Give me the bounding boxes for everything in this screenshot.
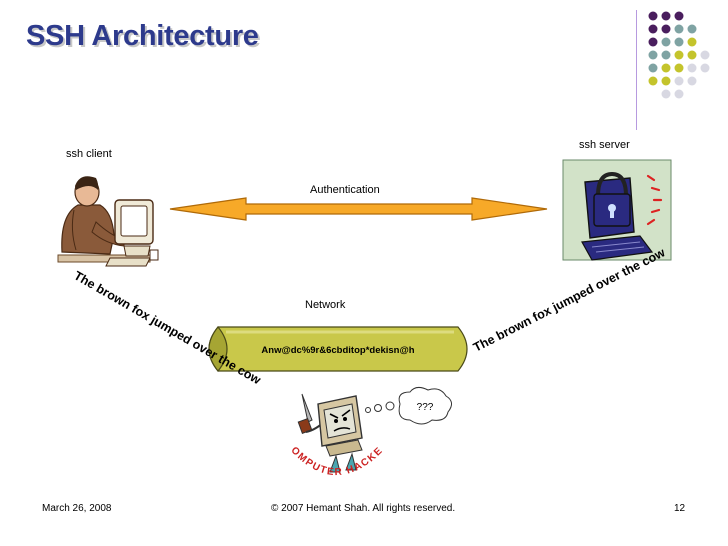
footer-date: March 26, 2008	[42, 503, 112, 514]
slide-title: SSH Architecture	[26, 20, 259, 52]
decorative-dot-grid	[648, 11, 710, 99]
ssh-server-label: ssh server	[579, 139, 630, 151]
authentication-label: Authentication	[310, 184, 380, 196]
computer-hacker-icon	[297, 386, 452, 473]
ciphertext-text: Anw@dc%9r&6cbditop*dekisn@h	[261, 345, 414, 356]
ssh-server-icon	[562, 159, 672, 261]
ssh-client-label: ssh client	[66, 148, 112, 160]
plaintext-right-text: The brown fox jumped over the cow	[471, 245, 668, 354]
ssh-client-icon	[57, 176, 159, 267]
footer-copyright: © 2007 Hemant Shah. All rights reserved.	[271, 503, 456, 514]
network-tube	[208, 326, 468, 372]
footer-page-number: 12	[674, 503, 686, 514]
network-label: Network	[305, 299, 346, 311]
hacker-thought-text: ???	[417, 402, 434, 413]
decorative-divider	[636, 10, 637, 130]
authentication-arrow	[169, 197, 548, 221]
